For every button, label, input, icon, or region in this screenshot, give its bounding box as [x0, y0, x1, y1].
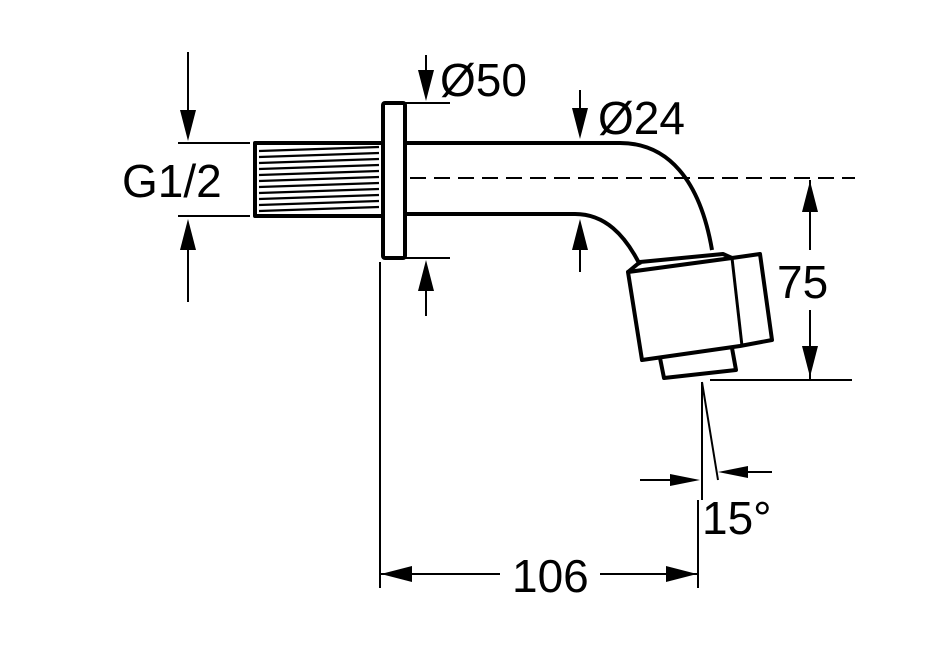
thread-hatching — [258, 145, 380, 213]
thread-line — [258, 151, 380, 159]
flange-diameter-label: Ø50 — [440, 54, 527, 106]
thread-line — [258, 181, 380, 189]
thread-line — [258, 169, 380, 177]
length-label: 106 — [512, 550, 589, 602]
thread-label: G1/2 — [122, 155, 222, 207]
angle-label: 15° — [702, 492, 772, 544]
thread-dimension — [178, 52, 250, 302]
thread-line — [258, 163, 380, 171]
bent-pipe — [405, 141, 714, 266]
thread-line — [258, 145, 380, 153]
flange-dimension — [405, 55, 450, 316]
height-label: 75 — [777, 256, 828, 308]
pipe-dimension — [572, 90, 588, 272]
thread-line — [258, 193, 380, 201]
thread-line — [258, 157, 380, 165]
thread-line — [258, 187, 380, 195]
thread-line — [258, 199, 380, 207]
thread-line — [258, 175, 380, 183]
angle-dimension — [640, 381, 772, 500]
flange — [381, 101, 407, 260]
thread-line — [258, 205, 380, 213]
height-dimension — [710, 180, 855, 381]
pipe-diameter-label: Ø24 — [598, 92, 685, 144]
outlet-body — [626, 252, 774, 380]
threaded-connector — [253, 141, 385, 218]
length-dimension — [379, 262, 699, 588]
